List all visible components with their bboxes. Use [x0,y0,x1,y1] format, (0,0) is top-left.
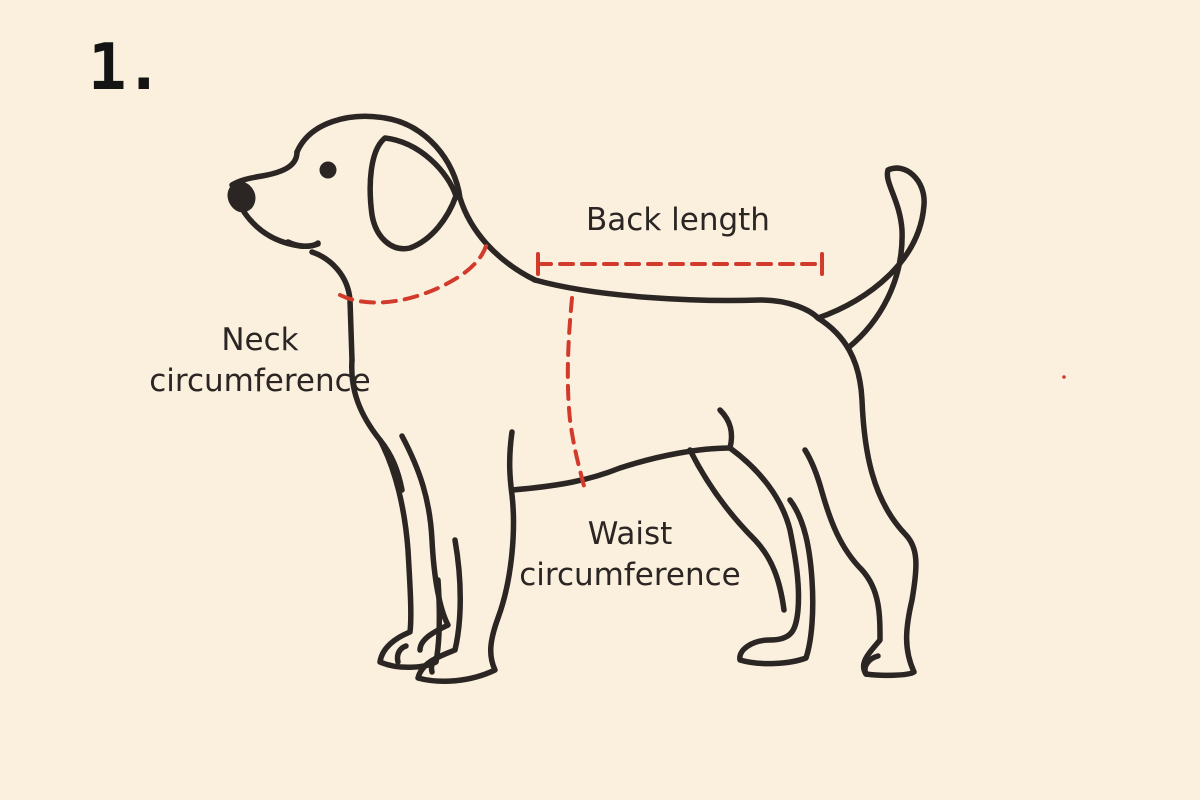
waist-circumference-label: Waist circumference [480,514,780,596]
dog-skull-outline [294,113,538,283]
neck-label-line1: Neck [221,322,299,358]
dog-back-outline [532,277,821,321]
dog-eye-icon [319,161,337,179]
waist-measure-line [565,296,586,488]
dog-belly-outline [509,445,733,493]
dog-back-hind-leg-front [687,447,787,613]
dog-hind-leg-inner [802,447,883,677]
back-length-text: Back length [586,202,770,238]
dog-back-hind-leg [727,445,816,667]
dog-mouth-line [285,239,321,249]
dog-front-leg-near [377,437,443,670]
dog-nose-icon [227,181,256,213]
dog-jaw-outline [241,209,321,249]
dog-front-paw-toes [394,643,443,675]
dog-muzzle-outline [229,149,300,188]
dog-flank-line [717,407,735,451]
dog-rump-outline [815,315,919,679]
waist-label-line1: Waist [587,516,673,552]
dog-front-leg-front [399,433,451,653]
waist-label-line2: circumference [519,557,741,593]
dog-hind-paw [862,653,881,677]
stray-dot [1062,375,1066,379]
dog-front-leg-back [415,429,517,685]
neck-circumference-label: Neck circumference [120,320,400,402]
back-length-label: Back length [548,200,808,241]
dog-ear-outline [367,135,459,252]
neck-label-line2: circumference [149,363,371,399]
neck-measure-line [338,244,488,305]
dog-tail-outline [815,165,927,351]
step-number: 1. [88,31,163,105]
